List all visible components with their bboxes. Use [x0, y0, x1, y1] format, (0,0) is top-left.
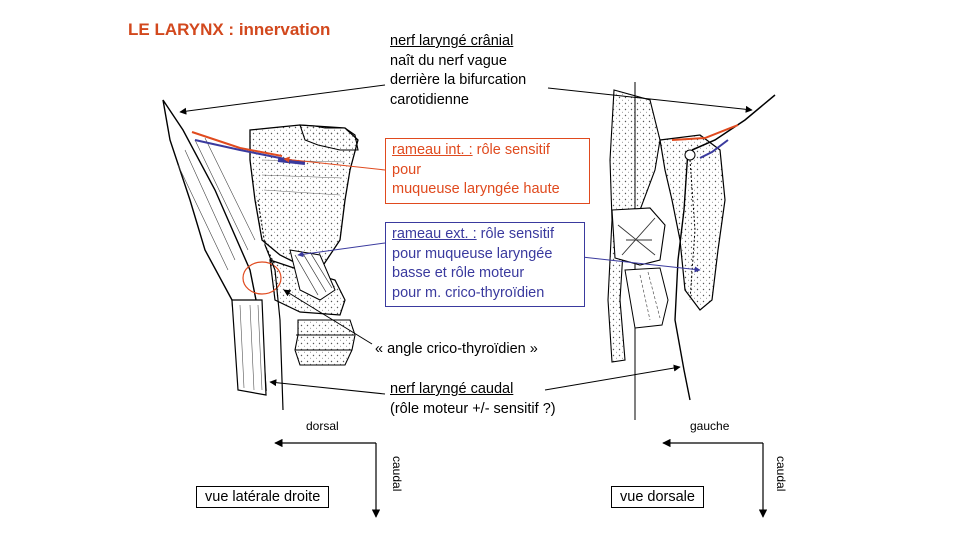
lateral-view-illustration	[162, 99, 359, 411]
caudal-nerve-label: nerf laryngé caudal (rôle moteur +/- sen…	[390, 380, 556, 419]
right-vertical-axis-label: caudal	[774, 456, 788, 492]
cricoid-posterior	[624, 267, 669, 329]
left-vertical-axis-label: caudal	[390, 456, 404, 492]
internal-branch-line: rôle sensitif	[472, 142, 550, 158]
leader-lines	[179, 84, 753, 395]
cricothyroid-muscle	[289, 249, 336, 301]
cranial-nerve-blue-left	[194, 139, 301, 163]
external-branch-box: rameau ext. : rôle sensitif pour muqueus…	[385, 222, 585, 307]
caudal-nerve-line: (rôle moteur +/- sensitif ?)	[390, 400, 556, 417]
caudal-nerve-heading: nerf laryngé caudal	[390, 381, 514, 397]
cranial-nerve-label: nerf laryngé crânial naît du nerf vague …	[390, 32, 526, 110]
esophagus	[231, 299, 267, 396]
cranial-nerve-red-right	[671, 124, 739, 141]
caudal-nerve-right	[674, 149, 691, 401]
vagus-nerve-right	[691, 94, 776, 151]
cricothyroid-angle-circle	[242, 261, 282, 295]
internal-branch-box: rameau int. : rôle sensitif pour muqueus…	[385, 138, 590, 204]
cranial-nerve-heading: nerf laryngé crânial	[390, 33, 514, 49]
internal-branch-heading: rameau int. :	[392, 142, 473, 158]
internal-branch-line: pour	[392, 161, 422, 178]
thyroid-posterior	[659, 134, 726, 311]
right-horizontal-axis-label: gauche	[690, 419, 730, 433]
internal-branch-line: muqueuse laryngée haute	[392, 181, 560, 197]
orientation-axes-left	[274, 438, 381, 518]
left-horizontal-axis-label: dorsal	[306, 419, 339, 433]
cranial-nerve-line: naît du nerf vague	[390, 52, 507, 69]
caudal-nerve-left	[264, 244, 284, 411]
cranial-nerve-blue-right	[699, 139, 729, 159]
orientation-axes-right	[662, 438, 768, 518]
hyoid-bone	[299, 124, 359, 151]
page-title: LE LARYNX : innervation	[128, 20, 331, 39]
external-branch-line: basse et rôle moteur	[392, 265, 525, 281]
trachea	[294, 319, 356, 366]
external-branch-heading: rameau ext. :	[392, 226, 477, 242]
cranial-nerve-red-left	[191, 131, 283, 157]
cranial-nerve-line: derrière la bifurcation	[390, 72, 527, 88]
right-view-label: vue dorsale	[611, 486, 704, 508]
dorsal-view-illustration	[607, 82, 776, 420]
cricothyroid-angle-label: « angle crico-thyroïdien »	[375, 341, 538, 357]
left-view-label: vue latérale droite	[196, 486, 330, 508]
external-branch-line: pour muqueuse laryngée	[392, 245, 553, 262]
cranial-nerve-line: carotidienne	[390, 91, 469, 108]
external-branch-line: rôle sensitif	[476, 226, 554, 242]
external-branch-line: pour m. crico-thyroïdien	[392, 284, 545, 301]
